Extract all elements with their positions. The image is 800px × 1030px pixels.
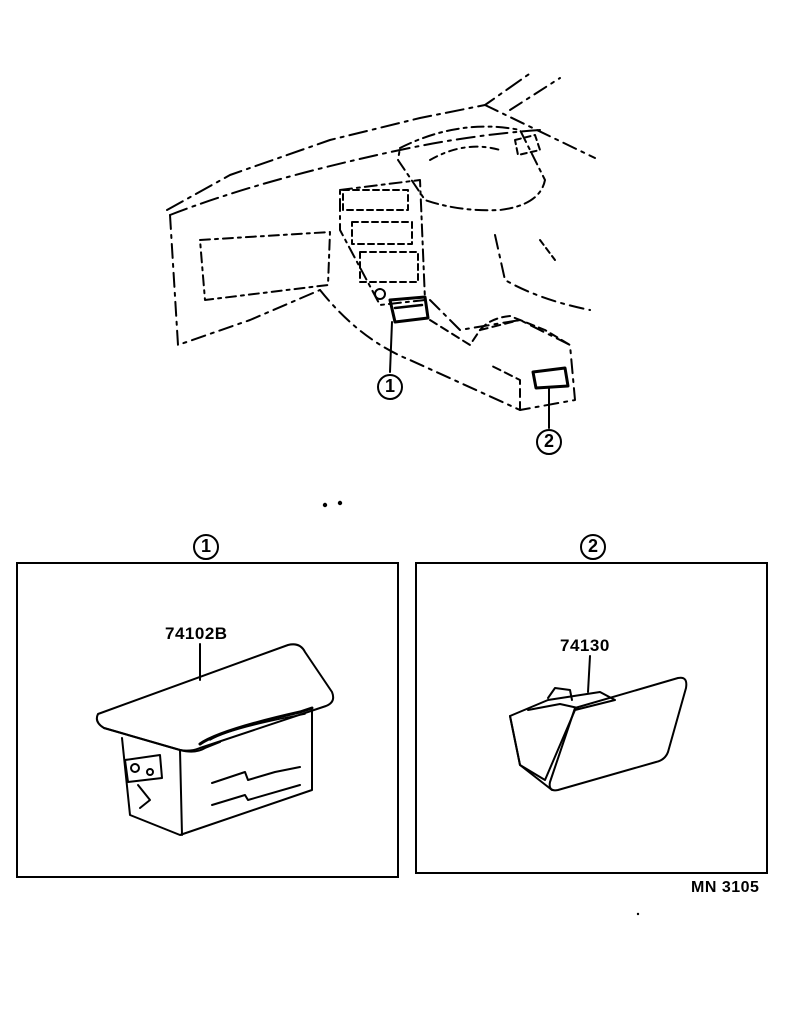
part-number-74102B: 74102B [165,624,228,643]
callout-1-leader [389,321,393,373]
panel-1-number: 1 [193,534,219,560]
instrument-cluster-hood [397,125,546,212]
panel-2-number: 2 [580,534,606,560]
windshield-line [166,71,533,211]
center-stack [339,179,426,306]
overview-callout-1: 1 [377,374,403,400]
detail-panel-2 [415,562,768,874]
figure-code: MN 3105 [691,879,760,896]
overview-callout-2: 2 [536,429,562,455]
rear-ashtray-location [531,366,570,390]
dashboard-top-edge [169,129,541,216]
center-console [319,289,576,411]
front-ashtray-location [388,295,430,324]
dashboard-overview-illustration [166,71,596,508]
a-pillar-line [484,104,596,159]
passenger-dash-face [169,214,321,346]
detail-panel-1 [16,562,399,878]
part-number-74130: 74130 [560,636,610,655]
